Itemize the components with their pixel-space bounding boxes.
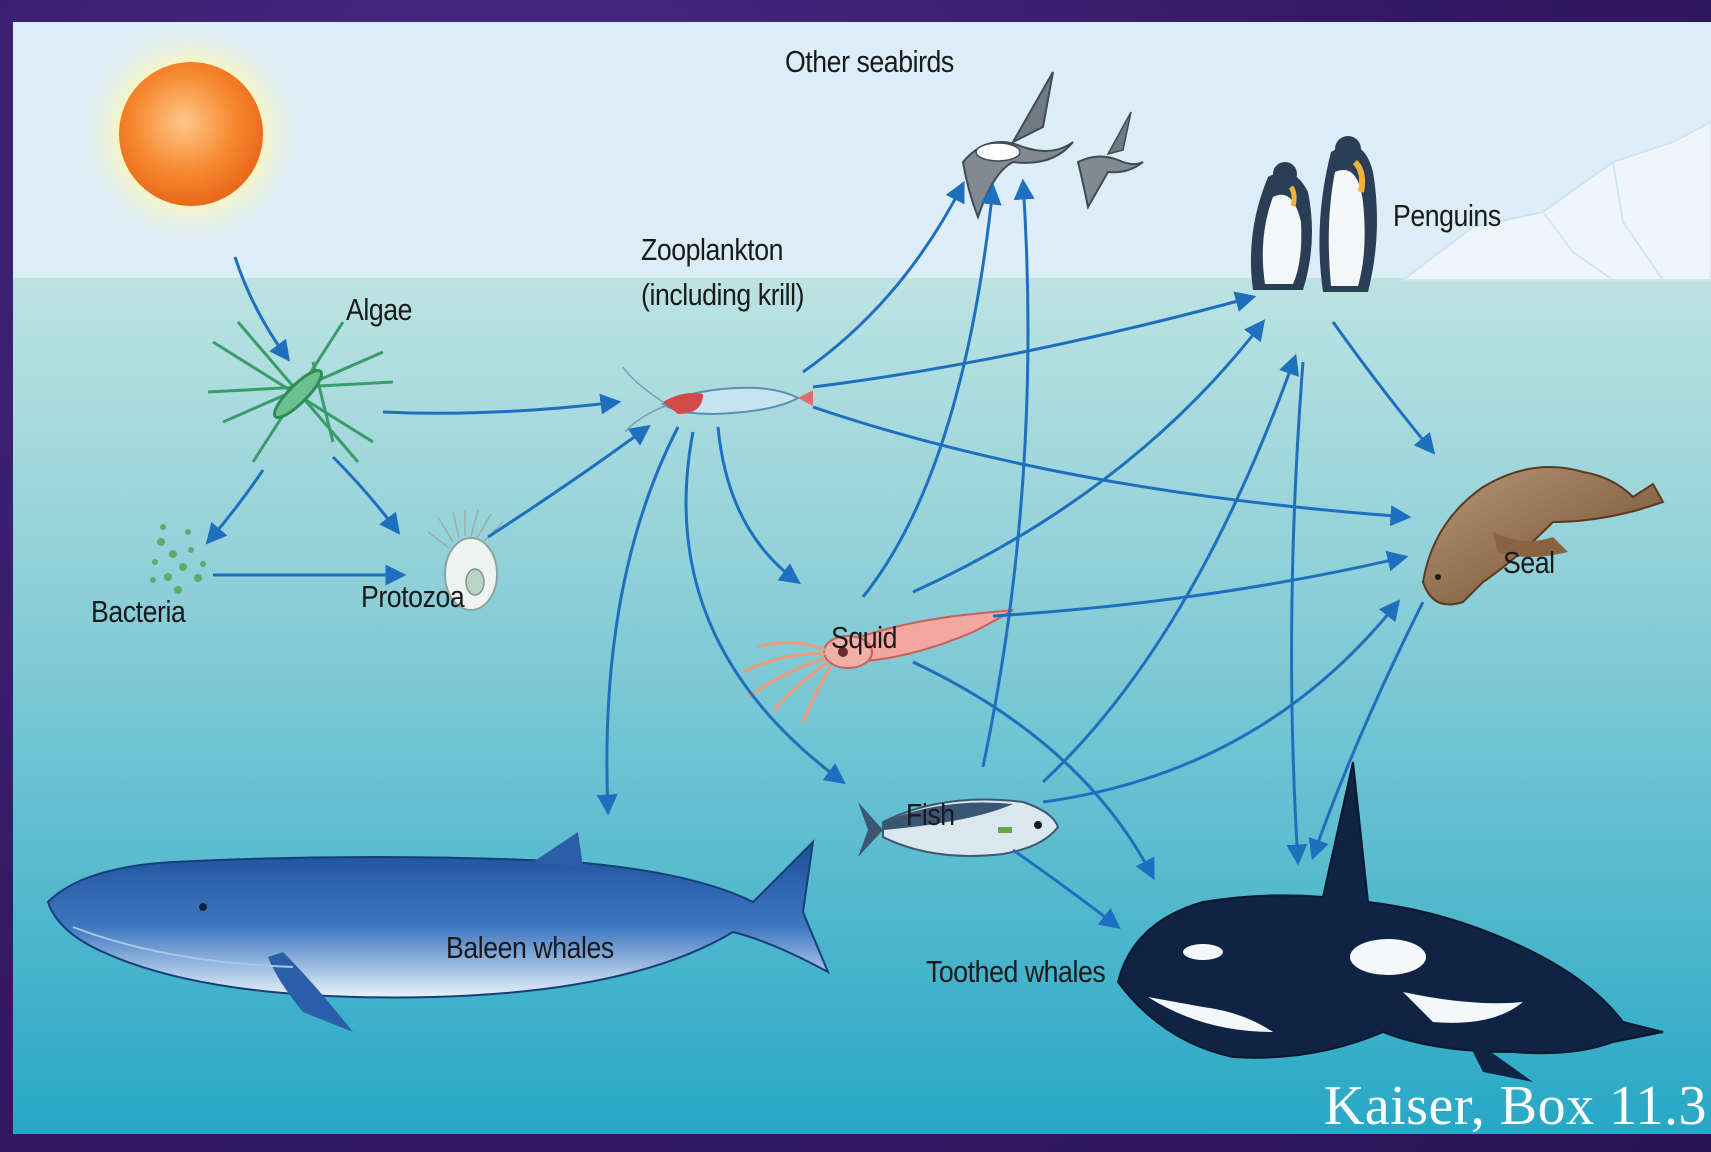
label-baleen-whales: Baleen whales <box>446 930 614 966</box>
food-web-panel: Other seabirds Penguins Zooplankton (inc… <box>13 22 1711 1134</box>
label-seal: Seal <box>1503 545 1555 581</box>
label-squid: Squid <box>831 620 897 656</box>
label-algae: Algae <box>346 292 412 328</box>
label-zooplankton: Zooplankton <box>641 232 783 268</box>
label-fish: Fish <box>906 797 955 833</box>
label-protozoa: Protozoa <box>361 579 464 615</box>
label-toothed-whales: Toothed whales <box>926 954 1105 990</box>
label-penguins: Penguins <box>1393 198 1501 234</box>
source-credit: Kaiser, Box 11.3 <box>1324 1078 1711 1134</box>
label-including-krill: (including krill) <box>641 277 804 313</box>
sun-icon <box>71 22 311 254</box>
label-bacteria: Bacteria <box>91 594 185 630</box>
food-web-diagram <box>13 22 1711 1134</box>
label-other-seabirds: Other seabirds <box>785 44 954 80</box>
